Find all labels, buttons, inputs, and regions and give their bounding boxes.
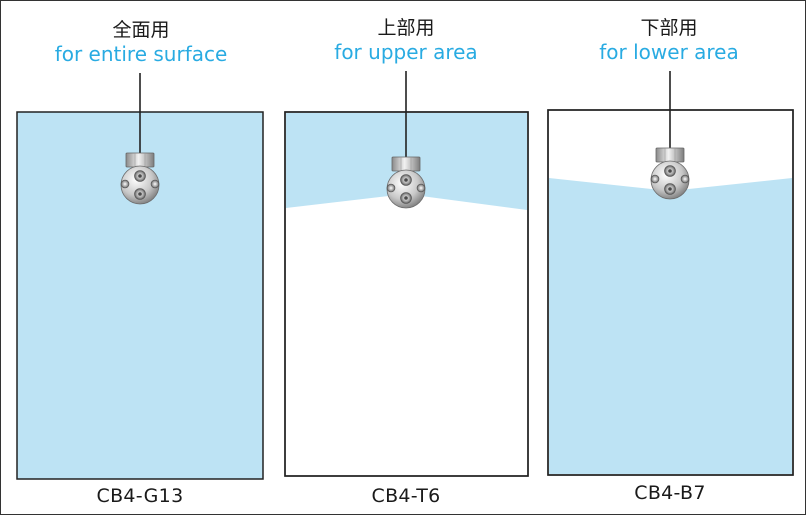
panel-entire-jp-label: 全面用 xyxy=(112,19,170,41)
panel-entire-nozzle-icon xyxy=(120,152,160,205)
panel-lower-jp-label: 下部用 xyxy=(640,17,698,39)
panel-entire-en-label: for entire surface xyxy=(54,42,228,66)
panel-entire-model: CB4-G13 xyxy=(96,485,184,507)
panel-upper-en-label: for upper area xyxy=(334,40,478,64)
panel-lower xyxy=(547,71,794,476)
panel-lower-model: CB4-B7 xyxy=(634,482,706,504)
panel-lower-spray-area xyxy=(549,178,792,474)
panel-lower-en-label: for lower area xyxy=(599,40,739,64)
panel-entire xyxy=(16,73,264,480)
panel-upper-nozzle-icon xyxy=(386,156,426,209)
panel-upper-model: CB4-T6 xyxy=(371,485,441,507)
panel-lower-nozzle-icon xyxy=(650,147,690,200)
panel-upper-jp-label: 上部用 xyxy=(377,17,435,39)
panel-upper xyxy=(284,71,529,477)
